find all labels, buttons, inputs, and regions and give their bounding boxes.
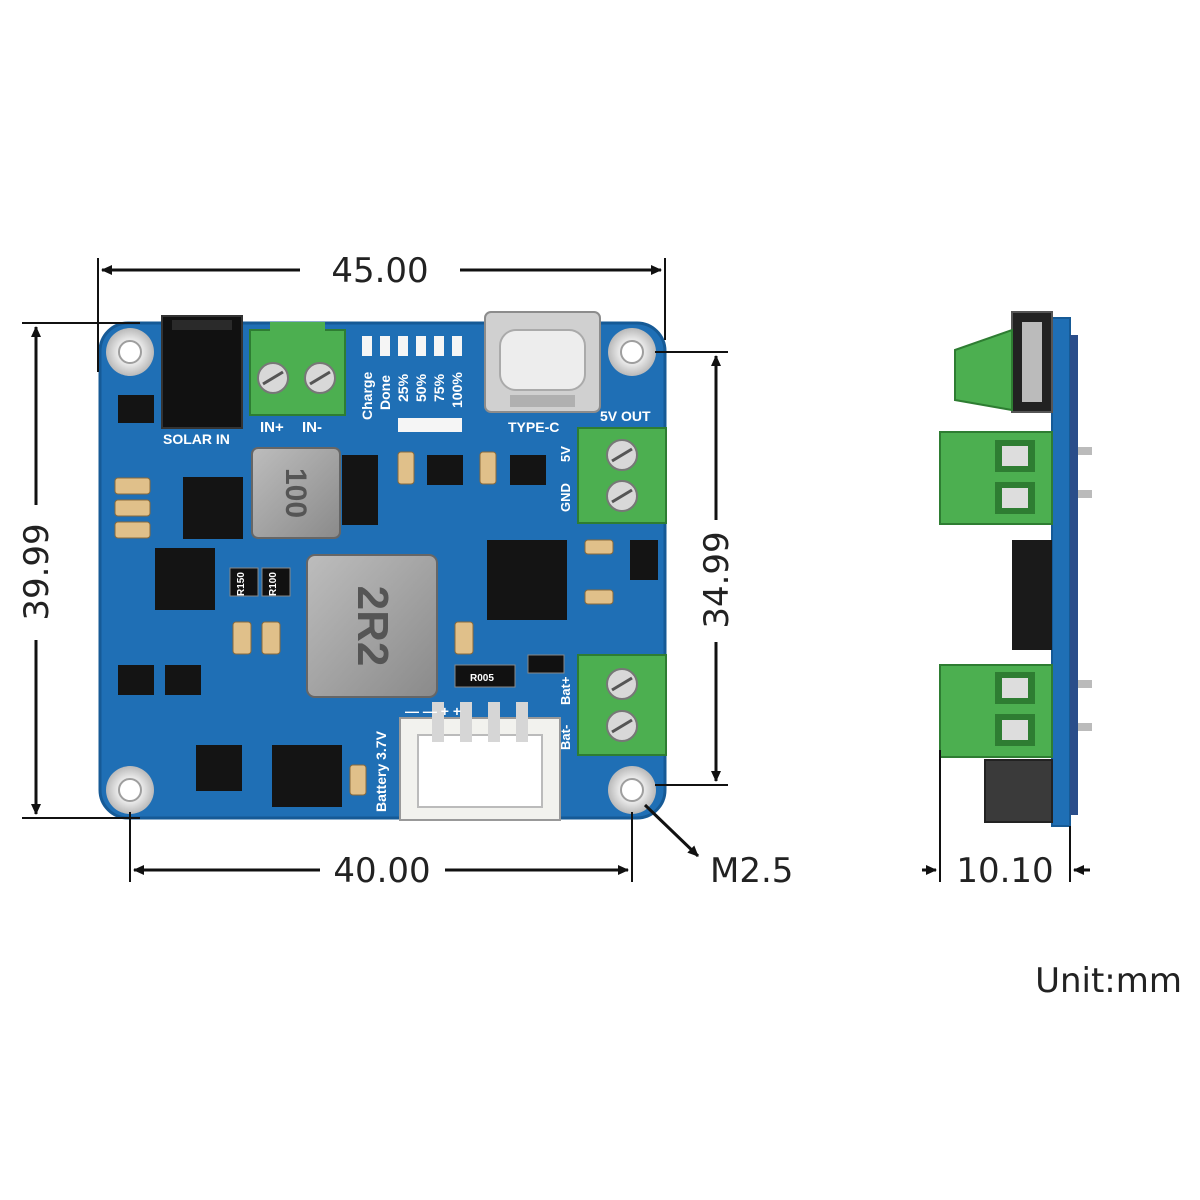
- pcb-side-view: [939, 311, 1092, 827]
- ic-chip: [196, 745, 242, 791]
- side-pcb-edge: [1051, 317, 1071, 827]
- 5v-output-terminal: [577, 427, 667, 524]
- pcb-top-view: 100 2R2: [98, 311, 667, 821]
- ic-chip: [183, 477, 243, 539]
- dimension-label-hole-spacing: 40.00: [333, 851, 430, 891]
- dimension-height-39-99: 39.99: [17, 322, 140, 819]
- dimension-thickness-10-10: 10.10: [922, 750, 1090, 891]
- dimension-width-45: 45.00: [97, 251, 666, 372]
- smd-component: [454, 664, 516, 688]
- status-leds: [362, 336, 462, 432]
- svg-text:2R2: 2R2: [348, 586, 397, 667]
- smd-component: [527, 654, 565, 674]
- ic-chip: [118, 395, 154, 423]
- smd-component: [349, 764, 367, 796]
- side-battery-connector: [984, 759, 1053, 823]
- inductor-large: 2R2: [306, 554, 438, 698]
- smd-component: [584, 589, 614, 605]
- dimension-label-hole-height: 34.99: [697, 531, 737, 628]
- smd-component: [114, 499, 151, 517]
- ic-chip: [487, 540, 567, 620]
- label-solar-in: SOLAR IN: [163, 431, 230, 447]
- label-plus-minus: — — + +: [405, 703, 461, 719]
- label-in-minus: IN-: [302, 419, 322, 436]
- ic-chip: [630, 540, 658, 580]
- dimension-screw-m2-5: M2.5: [643, 803, 793, 891]
- smd-component: [454, 621, 474, 655]
- dimension-hole-spacing-40: 40.00: [129, 812, 633, 891]
- ic-chip: [155, 548, 215, 610]
- label-gnd: GND: [558, 483, 573, 512]
- ic-chip: [342, 455, 378, 525]
- dimension-hole-height-34-99: 34.99: [655, 351, 737, 786]
- label-bat-plus: Bat+: [558, 676, 573, 705]
- label-done: Done: [377, 375, 393, 410]
- smd-component: [114, 477, 151, 495]
- label-in-plus: IN+: [260, 419, 284, 436]
- smd-component: [261, 621, 281, 655]
- label-charge: Charge: [359, 372, 375, 420]
- label-5v-out: 5V OUT: [600, 408, 651, 424]
- dimension-label-thickness: 10.10: [956, 851, 1053, 891]
- side-output-terminal: [939, 431, 1092, 525]
- mounting-hole-top-right: [608, 328, 656, 376]
- smd-component: [261, 567, 291, 597]
- label-bat-minus: Bat-: [558, 725, 573, 750]
- battery-terminal: [577, 654, 667, 756]
- label-r005: R005: [470, 673, 494, 684]
- unit-label: Unit:mm: [1035, 961, 1182, 1001]
- dimension-label-height: 39.99: [17, 523, 57, 620]
- smd-component: [232, 621, 252, 655]
- smd-component: [584, 539, 614, 555]
- label-50-percent: 50%: [413, 373, 429, 402]
- ic-chip: [272, 745, 342, 807]
- label-5v: 5V: [558, 446, 573, 462]
- ic-chip: [118, 665, 154, 695]
- solar-dc-jack: [161, 315, 243, 429]
- smd-component: [229, 567, 259, 597]
- dimension-label-width: 45.00: [331, 251, 428, 291]
- smd-component: [114, 521, 151, 539]
- label-100-percent: 100%: [449, 372, 465, 408]
- ic-chip: [510, 455, 546, 485]
- dimension-label-screw: M2.5: [710, 851, 793, 891]
- label-type-c: TYPE-C: [508, 419, 559, 435]
- label-battery: Battery 3.7V: [373, 730, 389, 812]
- inductor-small: 100: [251, 447, 341, 539]
- label-r150: R150: [236, 572, 247, 596]
- label-75-percent: 75%: [431, 373, 447, 402]
- battery-jst-connector: [399, 702, 561, 821]
- usb-type-c-port: [484, 311, 601, 413]
- side-battery-terminal: [939, 664, 1092, 758]
- label-25-percent: 25%: [395, 373, 411, 402]
- mounting-hole-top-left: [106, 328, 154, 376]
- side-solar-terminal: [954, 328, 1013, 412]
- smd-component: [397, 451, 415, 485]
- svg-text:100: 100: [279, 468, 312, 518]
- mounting-hole-bottom-left: [106, 766, 154, 814]
- mounting-hole-bottom-right: [608, 766, 656, 814]
- solar-input-terminal: [249, 322, 346, 416]
- ic-chip: [165, 665, 201, 695]
- label-r100: R100: [268, 572, 279, 596]
- ic-chip: [427, 455, 463, 485]
- smd-component: [479, 451, 497, 485]
- side-ic-chip: [1012, 540, 1052, 650]
